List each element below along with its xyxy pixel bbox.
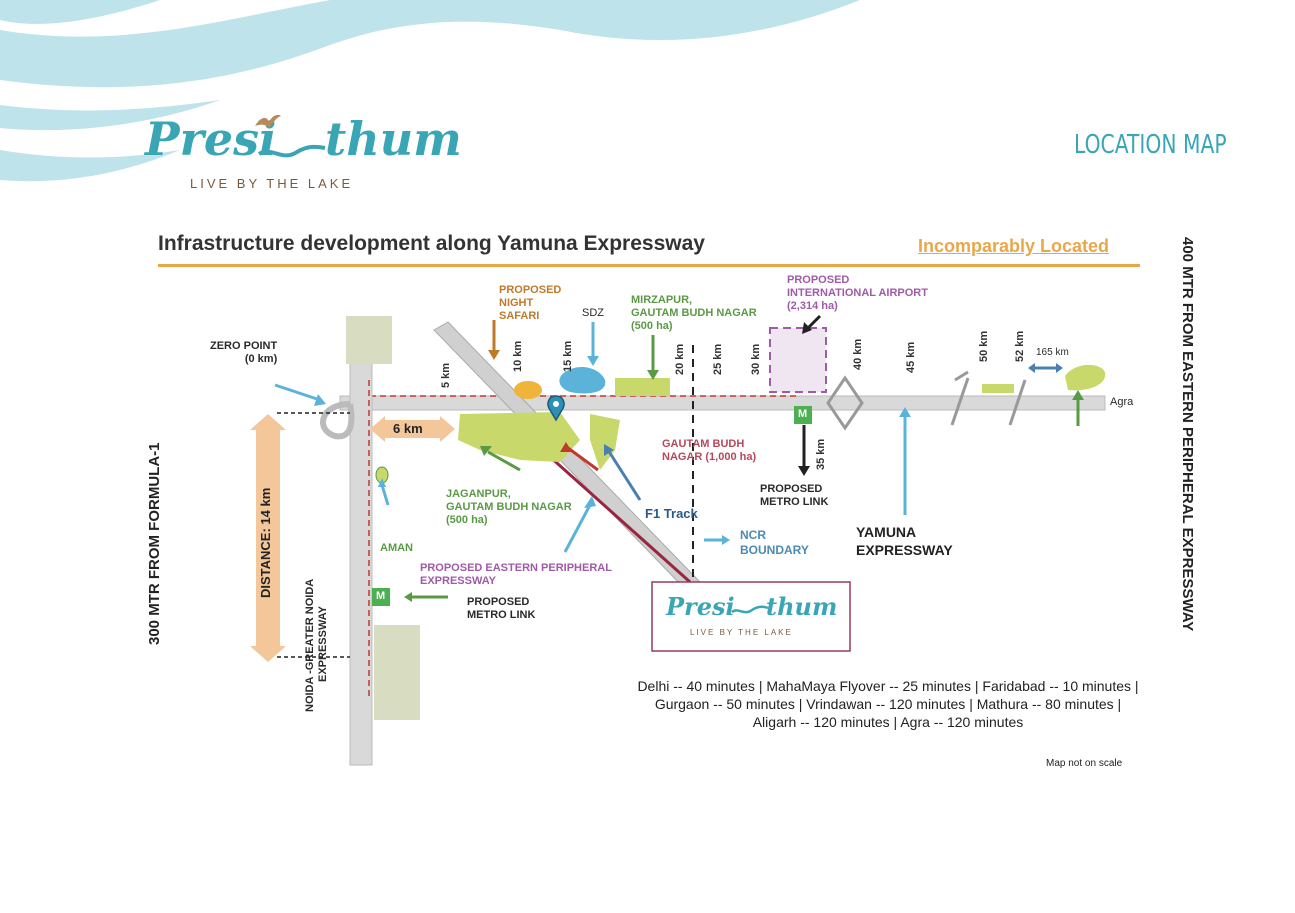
- label-yamuna-expressway: YAMUNA EXPRESSWAY: [856, 524, 953, 558]
- jaganpur-zone: [458, 412, 580, 462]
- map-note: Map not on scale: [1046, 758, 1123, 769]
- label-mirzapur: MIRZAPUR, GAUTAM BUDH NAGAR (500 ha): [631, 294, 757, 332]
- agra-zone: [1065, 364, 1106, 391]
- bird-icon: [255, 114, 281, 128]
- km-marker: 45 km: [905, 341, 917, 373]
- wave-stroke-icon: [731, 605, 769, 614]
- gbn-zone: [590, 414, 620, 470]
- satellite-patch-top: [346, 316, 392, 364]
- km-marker: 15 km: [562, 340, 574, 372]
- label-metro-link-1: PROPOSED METRO LINK: [760, 483, 829, 508]
- project-logo-box: [651, 581, 851, 652]
- km-marker: 50 km: [978, 330, 990, 362]
- label-jaganpur: JAGANPUR, GAUTAM BUDH NAGAR (500 ha): [446, 488, 572, 526]
- label-six-km: 6 km: [393, 421, 423, 436]
- km-marker: 5 km: [440, 362, 452, 388]
- wave-decoration: [0, 0, 860, 182]
- project-logo-tagline: LIVE BY THE LAKE: [690, 628, 793, 637]
- label-sdz: SDZ: [582, 307, 604, 319]
- travel-time-line: Aligarh -- 120 minutes | Agra -- 120 min…: [752, 714, 1024, 730]
- label-aman: AMAN: [380, 542, 413, 554]
- label-f1-track: F1 Track: [645, 506, 698, 521]
- distance-bar: [256, 428, 280, 648]
- page-heading: LOCATION MAP: [1074, 130, 1227, 160]
- night-safari-zone: [514, 381, 542, 399]
- label-metro-link-2: PROPOSED METRO LINK: [467, 596, 536, 621]
- project-logo-right: thum: [766, 592, 838, 621]
- label-zero-point: ZERO POINT (0 km): [210, 340, 278, 365]
- label-night-safari: PROPOSED NIGHT SAFARI: [499, 284, 562, 322]
- project-logo: Presi thum LIVE BY THE LAKE: [666, 592, 841, 642]
- yamuna-expressway-road: [339, 395, 1106, 411]
- map-subtitle: Incomparably Located: [918, 236, 1110, 256]
- label-agra: Agra: [1110, 396, 1134, 408]
- label-165-km: 165 km: [1036, 347, 1069, 358]
- travel-time-line: Gurgaon -- 50 minutes | Vrindawan -- 120…: [654, 696, 1122, 712]
- km-marker: 52 km: [1014, 330, 1026, 362]
- mirzapur-zone: [615, 378, 670, 396]
- label-distance: DISTANCE: 14 km: [258, 487, 273, 598]
- map-title: Infrastructure development along Yamuna …: [158, 232, 705, 255]
- travel-time-line: Delhi -- 40 minutes | MahaMaya Flyover -…: [637, 678, 1139, 694]
- logo-text-left: Presi: [145, 112, 277, 166]
- km-marker: 30 km: [750, 343, 762, 375]
- satellite-patch-bottom: [374, 625, 420, 720]
- logo-text-right: thum: [325, 112, 462, 166]
- airport-zone: [769, 327, 827, 393]
- km-marker-35: 35 km: [815, 438, 827, 470]
- label-eastern-peripheral: PROPOSED EASTERN PERIPHERAL EXPRESSWAY: [420, 562, 612, 587]
- metro-icon-1: M: [798, 408, 808, 420]
- wave-stroke-icon: [257, 144, 326, 158]
- label-gautam-budh-nagar: GAUTAM BUDH NAGAR (1,000 ha): [662, 438, 757, 463]
- project-logo-left: Presi: [666, 592, 735, 621]
- project-location-pin: [547, 395, 565, 422]
- label-airport: PROPOSED INTERNATIONAL AIRPORT (2,314 ha…: [787, 274, 928, 312]
- km-marker: 25 km: [712, 343, 724, 375]
- travel-times: Delhi -- 40 minutes | MahaMaya Flyover -…: [560, 677, 1216, 731]
- label-ncr-boundary: NCR BOUNDARY: [740, 528, 809, 557]
- km-marker: 40 km: [852, 338, 864, 370]
- km-marker: 10 km: [512, 340, 524, 372]
- brand-logo: Presi thum LIVE BY THE LAKE: [145, 112, 465, 192]
- metro-icon-2: M: [376, 590, 386, 602]
- sdz-zone: [559, 366, 606, 394]
- logo-tagline: LIVE BY THE LAKE: [190, 176, 354, 191]
- label-noida-expressway: NOIDA -GREATER NOIDA EXPRESSWAY: [304, 578, 329, 712]
- title-underline: [158, 264, 1140, 267]
- km-marker: 20 km: [674, 343, 686, 375]
